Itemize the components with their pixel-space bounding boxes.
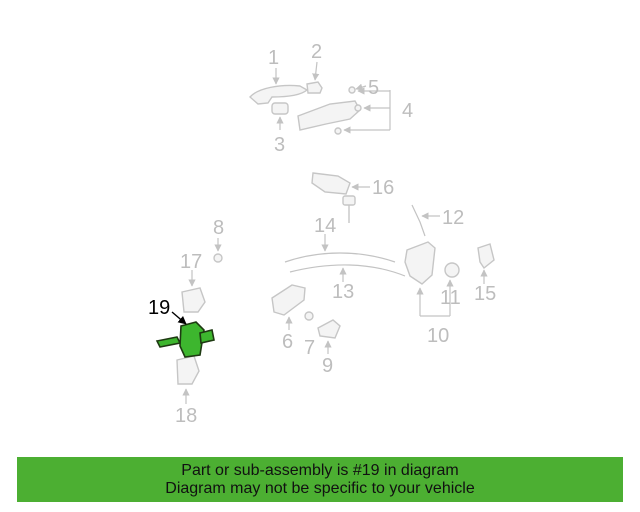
callout-9: 9 xyxy=(322,355,333,377)
callout-12: 12 xyxy=(442,207,464,229)
callout-8: 8 xyxy=(213,217,224,239)
callout-18: 18 xyxy=(175,405,197,427)
part-6-inside-handle xyxy=(271,284,306,330)
part-13-cable xyxy=(289,264,406,282)
callout-11: 11 xyxy=(440,287,461,309)
part-15-striker xyxy=(477,243,495,284)
callout-4: 4 xyxy=(402,100,413,122)
part-18-lower-hinge xyxy=(176,355,200,404)
callout-5: 5 xyxy=(368,77,379,99)
callout-7: 7 xyxy=(304,337,315,359)
part-5-screws xyxy=(334,83,367,135)
part-9-bezel xyxy=(317,319,341,354)
callout-15: 15 xyxy=(474,283,496,305)
part-10-lock-body xyxy=(404,241,454,317)
part-4-handle-frame xyxy=(297,87,391,134)
callout-1: 1 xyxy=(268,47,279,69)
part-11-grommet xyxy=(444,262,460,278)
part-3-pad xyxy=(271,102,289,130)
part-12-rod xyxy=(411,204,440,237)
callout-3: 3 xyxy=(274,134,285,156)
callout-6: 6 xyxy=(282,331,293,353)
part-14-cable xyxy=(284,234,396,263)
part-1-outside-handle xyxy=(249,68,309,105)
callout-10: 10 xyxy=(427,325,449,347)
callout-19: 19 xyxy=(148,297,170,319)
part-17-upper-hinge xyxy=(181,270,206,313)
part-16-lock-cylinder xyxy=(311,172,370,223)
part-8-fastener xyxy=(213,238,223,263)
callout-16: 16 xyxy=(372,177,394,199)
part-7-clip xyxy=(304,311,314,321)
callout-13: 13 xyxy=(332,281,354,303)
info-banner: Part or sub-assembly is #19 in diagram D… xyxy=(17,457,623,502)
callout-14: 14 xyxy=(314,215,336,237)
callout-17: 17 xyxy=(180,251,202,273)
banner-line-2: Diagram may not be specific to your vehi… xyxy=(165,479,475,497)
callout-2: 2 xyxy=(311,41,322,63)
banner-line-1: Part or sub-assembly is #19 in diagram xyxy=(181,461,459,479)
part-2-handle-cap xyxy=(306,61,323,94)
part-19-door-check xyxy=(155,311,215,358)
